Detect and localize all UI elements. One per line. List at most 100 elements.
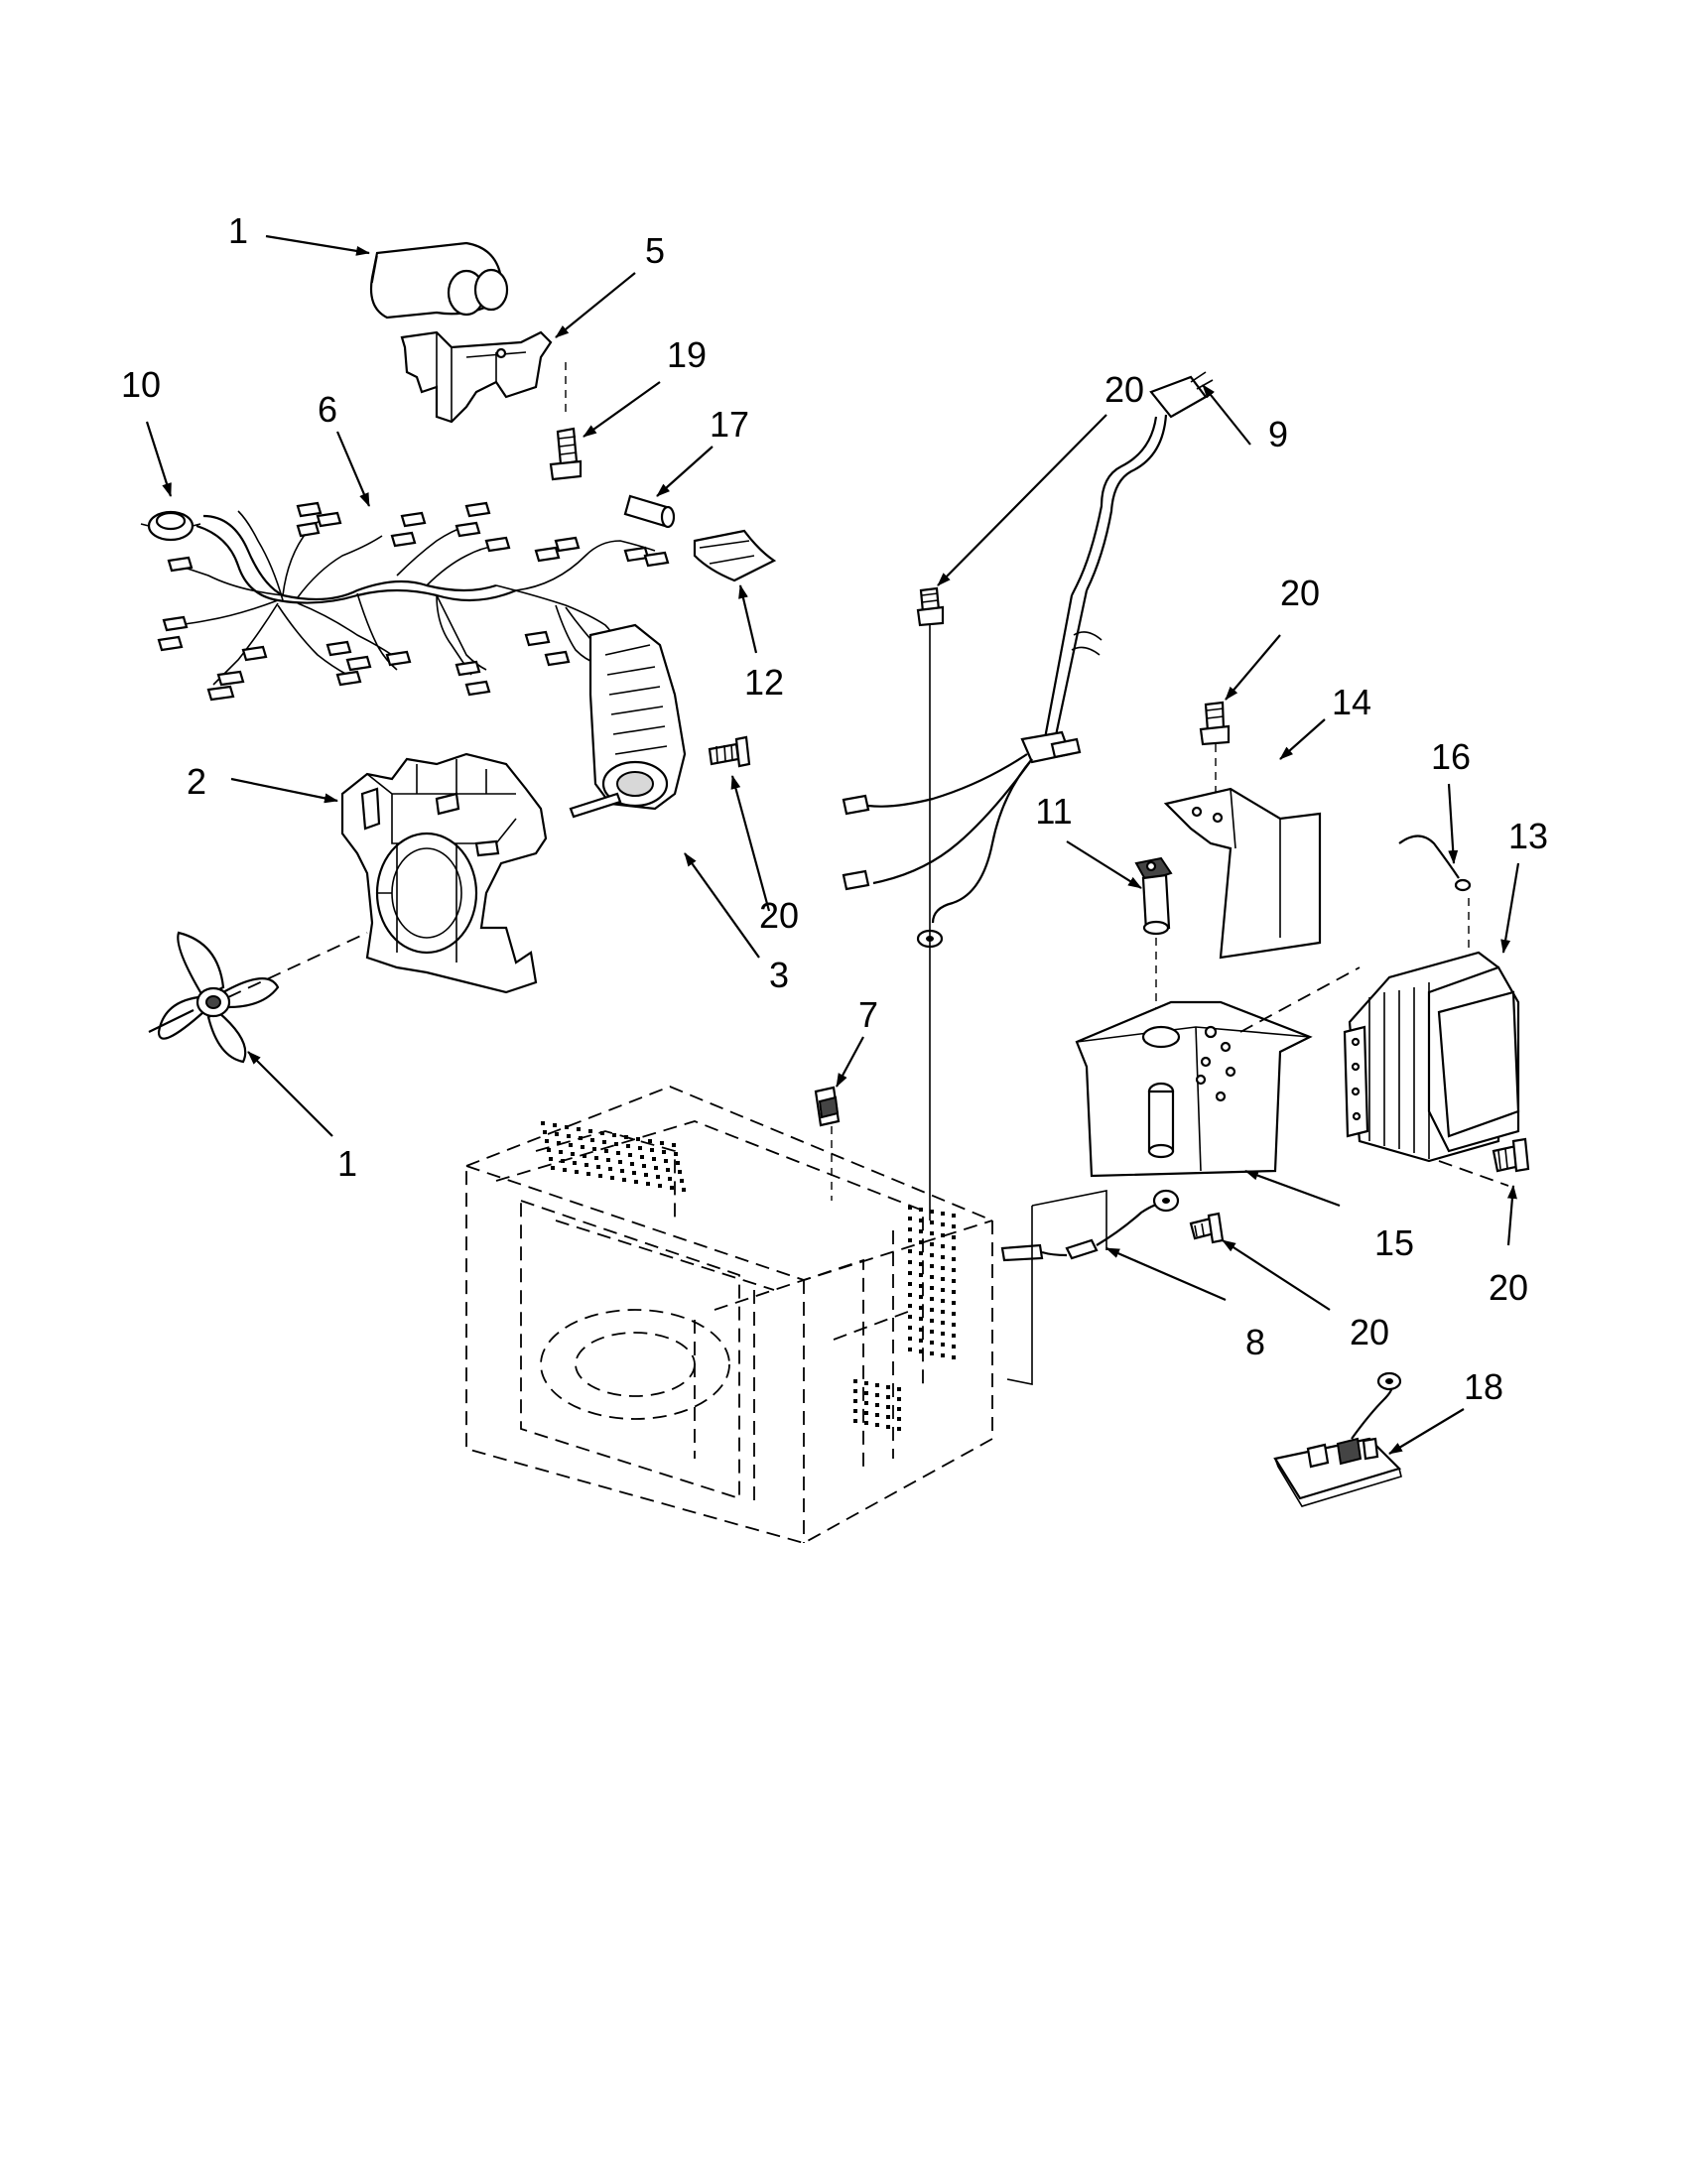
vent-hole xyxy=(908,1348,912,1351)
vent-hole xyxy=(583,1154,586,1158)
vent-hole xyxy=(908,1304,912,1308)
vent-hole xyxy=(567,1134,571,1138)
vent-hole xyxy=(563,1168,567,1172)
vent-hole xyxy=(652,1157,656,1161)
vent-hole xyxy=(541,1121,545,1125)
vent-hole xyxy=(886,1415,890,1419)
screw-part-d xyxy=(1189,1212,1225,1244)
vent-hole xyxy=(908,1249,912,1253)
callout-6: 6 xyxy=(318,389,337,430)
vent-hole xyxy=(646,1182,650,1186)
vent-hole xyxy=(864,1411,868,1415)
vent-hole xyxy=(897,1417,901,1421)
vent-hole xyxy=(547,1148,551,1152)
vent-hole xyxy=(908,1238,912,1242)
leader-arrows xyxy=(145,234,1520,1455)
vent-hole xyxy=(612,1133,616,1137)
vent-hole xyxy=(875,1413,879,1417)
vent-hole xyxy=(941,1321,945,1325)
vent-hole xyxy=(952,1279,956,1283)
vent-hole xyxy=(897,1407,901,1411)
vent-hole xyxy=(602,1140,606,1144)
vent-hole xyxy=(616,1151,620,1155)
vent-hole xyxy=(598,1174,602,1178)
callout-2: 2 xyxy=(187,761,206,802)
vent-hole xyxy=(952,1312,956,1316)
vent-hole xyxy=(853,1419,857,1423)
vent-hole xyxy=(930,1341,934,1345)
vent-hole xyxy=(941,1244,945,1248)
callout-20d: 20 xyxy=(1350,1312,1389,1352)
capacitor-bracket-part xyxy=(400,330,553,424)
vent-hole xyxy=(908,1315,912,1319)
switch-part xyxy=(814,1086,841,1127)
vent-hole xyxy=(930,1297,934,1301)
callout-18: 18 xyxy=(1464,1366,1503,1407)
vent-hole xyxy=(886,1395,890,1399)
vent-hole xyxy=(545,1139,549,1143)
vent-hole xyxy=(644,1173,648,1177)
vent-hole xyxy=(674,1152,678,1156)
vent-hole xyxy=(875,1423,879,1427)
vent-hole xyxy=(941,1266,945,1270)
callout-10: 10 xyxy=(121,364,161,405)
callout-11: 11 xyxy=(1035,791,1072,832)
vent-hole xyxy=(573,1161,577,1165)
vent-hole xyxy=(640,1155,644,1159)
vent-hole xyxy=(930,1242,934,1246)
screw-part xyxy=(549,427,583,481)
vent-hole xyxy=(853,1409,857,1413)
vent-hole xyxy=(875,1393,879,1397)
vent-hole xyxy=(642,1164,646,1168)
vent-hole xyxy=(930,1319,934,1323)
vent-hole xyxy=(668,1177,672,1181)
vent-hole xyxy=(919,1219,923,1222)
vent-hole xyxy=(952,1214,956,1218)
vent-hole xyxy=(632,1171,636,1175)
vent-hole xyxy=(908,1271,912,1275)
vent-hole xyxy=(864,1391,868,1395)
vent-hole xyxy=(952,1355,956,1359)
vent-hole xyxy=(670,1186,674,1190)
fan-motor-part xyxy=(569,623,687,819)
vent-hole xyxy=(586,1172,590,1176)
vent-hole xyxy=(608,1167,612,1171)
vent-hole xyxy=(930,1286,934,1290)
vent-hole xyxy=(569,1143,573,1147)
vent-hole xyxy=(930,1330,934,1334)
vent-hole xyxy=(930,1210,934,1214)
vent-hole xyxy=(941,1277,945,1281)
vent-hole xyxy=(543,1130,547,1134)
callout-16: 16 xyxy=(1431,736,1471,777)
transformer-base-part xyxy=(1075,1000,1313,1178)
callout-12: 12 xyxy=(744,662,784,703)
vent-hole xyxy=(658,1184,662,1188)
vent-hole xyxy=(577,1127,581,1131)
vent-hole xyxy=(930,1264,934,1268)
vent-hole xyxy=(897,1387,901,1391)
vent-hole xyxy=(952,1257,956,1261)
vent-hole xyxy=(864,1421,868,1425)
vent-hole xyxy=(660,1141,664,1145)
callout-13: 13 xyxy=(1508,816,1548,856)
vent-hole xyxy=(571,1152,575,1156)
vent-hole xyxy=(941,1310,945,1314)
vent-hole xyxy=(594,1156,598,1160)
vent-hole xyxy=(919,1349,923,1353)
vent-hole xyxy=(919,1339,923,1343)
callout-17: 17 xyxy=(710,404,749,445)
vent-hole xyxy=(930,1351,934,1355)
vent-hole xyxy=(930,1275,934,1279)
vent-hole xyxy=(638,1146,642,1150)
vent-hole xyxy=(618,1160,622,1164)
motor-screw-part xyxy=(708,735,751,768)
callout-21: 20 xyxy=(759,895,799,936)
vent-hole xyxy=(664,1159,668,1163)
vent-hole xyxy=(941,1332,945,1336)
vent-hole xyxy=(930,1220,934,1224)
callout-4: 1 xyxy=(228,210,248,251)
vent-hole xyxy=(662,1150,666,1154)
callout-20c: 20 xyxy=(1489,1267,1528,1308)
vent-hole xyxy=(886,1385,890,1389)
vent-hole xyxy=(952,1268,956,1272)
